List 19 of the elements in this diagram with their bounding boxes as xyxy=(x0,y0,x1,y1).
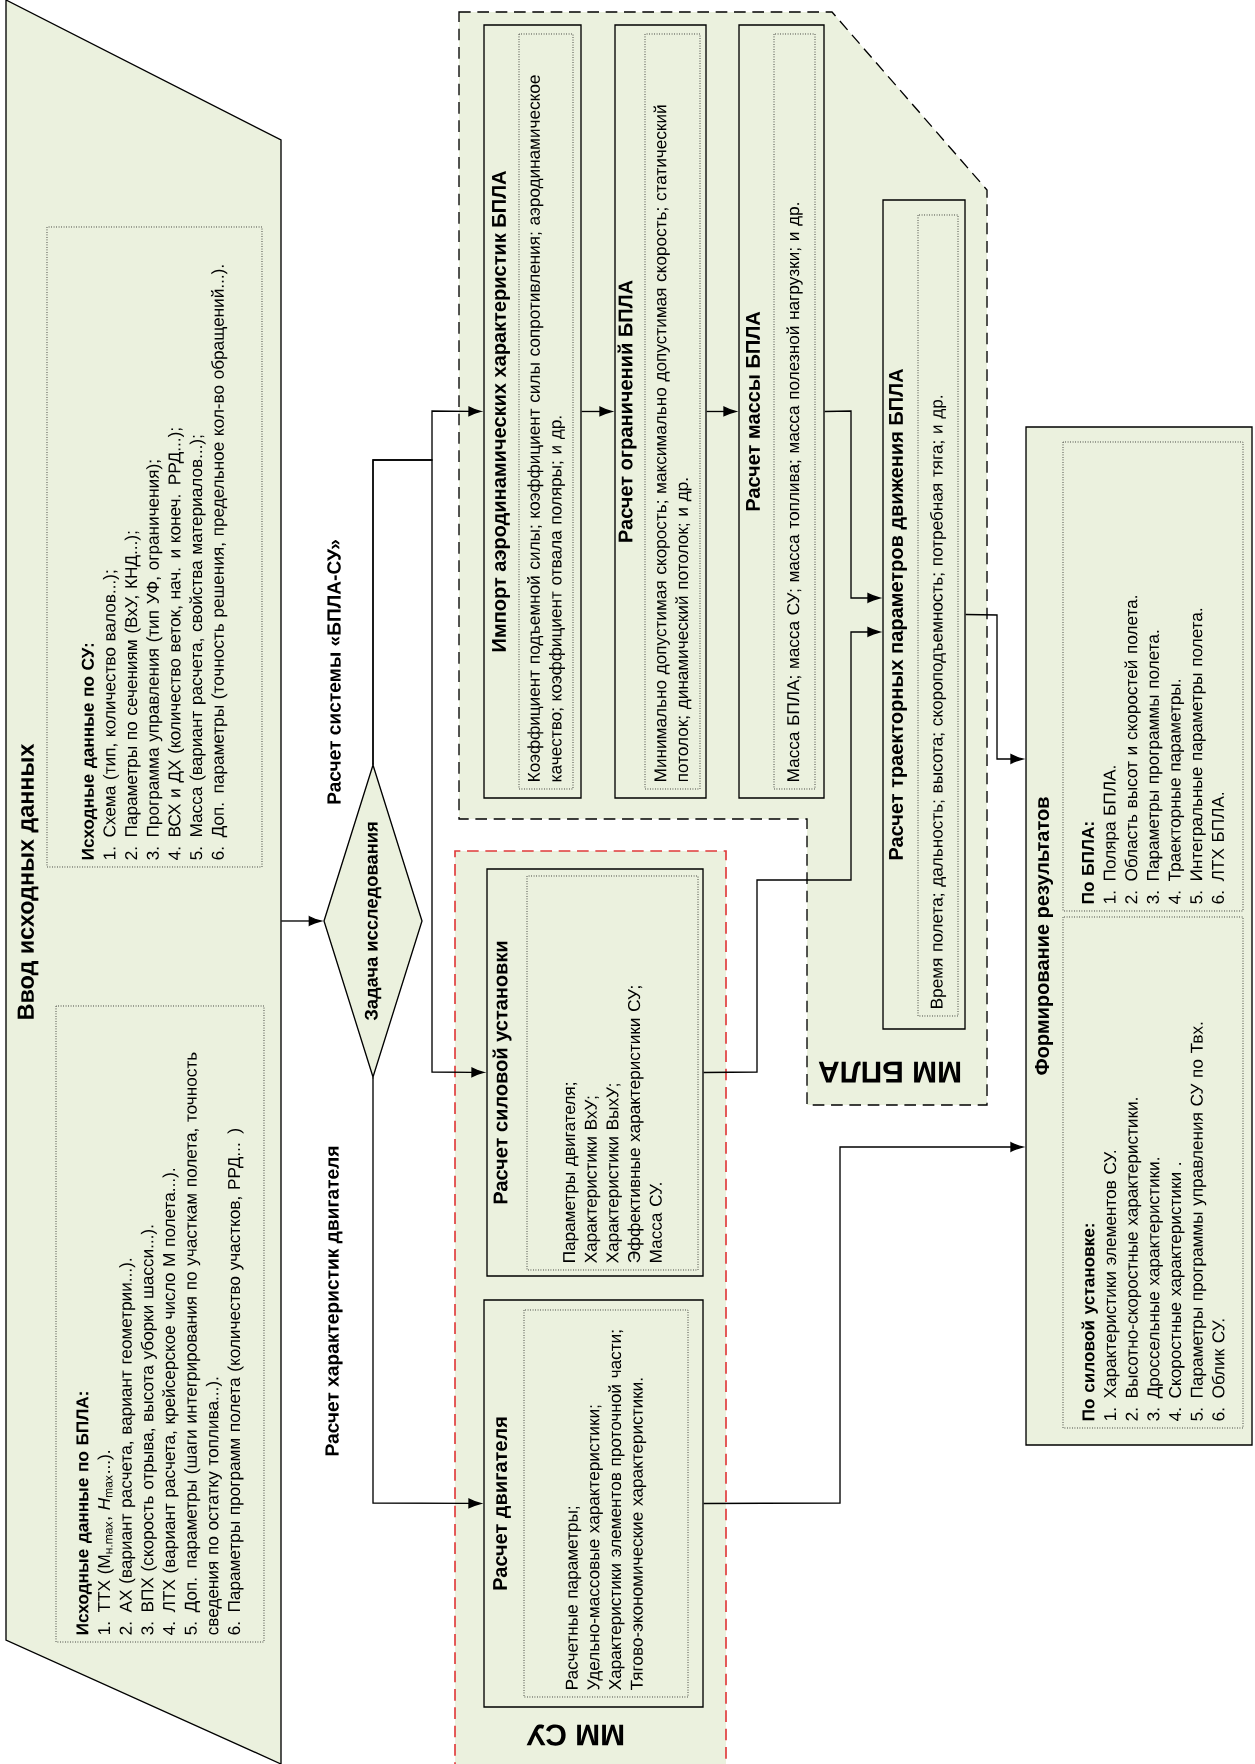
details-box: Коэффициент подъемной силы; коэффициент силы сопротивления; аэродинамическое качество; коэффициент отвала поляры; и др. xyxy=(518,33,574,790)
arrow xyxy=(372,1076,482,1509)
arrow xyxy=(703,1142,1024,1505)
arrow xyxy=(965,613,1024,764)
details-box: Минимально допустимая скорость; максимально допустимая скорость; статический потолок; динамический потолок; и др. xyxy=(644,33,701,790)
details-box: Время полета; дальность; высота; скороподъемность; потребная тяга; и др. xyxy=(917,214,959,1017)
arrow xyxy=(581,406,613,417)
details-box: Параметры двигателя; Характеристики ВхУ; Характеристики ВыхУ; Эффективные характеристики СУ; Масса СУ. xyxy=(526,875,699,1271)
details-box: По БПЛА: 1. Поляра БПЛА. 2. Область высот и скоростей полета. 3. Параметры программы полета. 4. Траекторные параметры. 5. Интегральные параметры полета. 6. ЛТХ БПЛА. xyxy=(1062,441,1244,912)
details-box: Расчетные параметры; Удельно-массовые характеристики; Характеристики элементов проточной части; Тягово-экономические характеристики. xyxy=(523,1309,689,1698)
arrow xyxy=(372,459,485,1078)
arrow xyxy=(703,627,881,1074)
details-box: Масса БПЛА; масса СУ; масса топлива; масса полезной нагрузки; и др. xyxy=(773,33,816,790)
details-box: Исходные данные по СУ: 1. Схема (тип, количество валов...); 2. Параметры по сечениям (ВхУ, КНД...); 3. Программа управления (тип УФ, ограничения); 4. ВСХ и ДХ (количество веток, нач. и конеч. РРД...); 5. Масса (вариант расчета, свойства материалов...); 6. Доп. параметры (точность решения, предельное кол-во обращений...). xyxy=(46,226,263,868)
arrow xyxy=(280,916,322,926)
details-box: По силовой установке: 1. Характеристики элементов СУ. 2. Высотно-скоростные характеристики. 3. Дроссельные характеристики. 4. Скоростные характеристики . 5. Параметры программы управления СУ по Твх. 6. Облик СУ. xyxy=(1062,916,1244,1429)
arrow xyxy=(706,406,737,417)
edge-label: Расчет характеристик двигателя xyxy=(323,1143,345,1459)
arrow xyxy=(824,410,881,603)
